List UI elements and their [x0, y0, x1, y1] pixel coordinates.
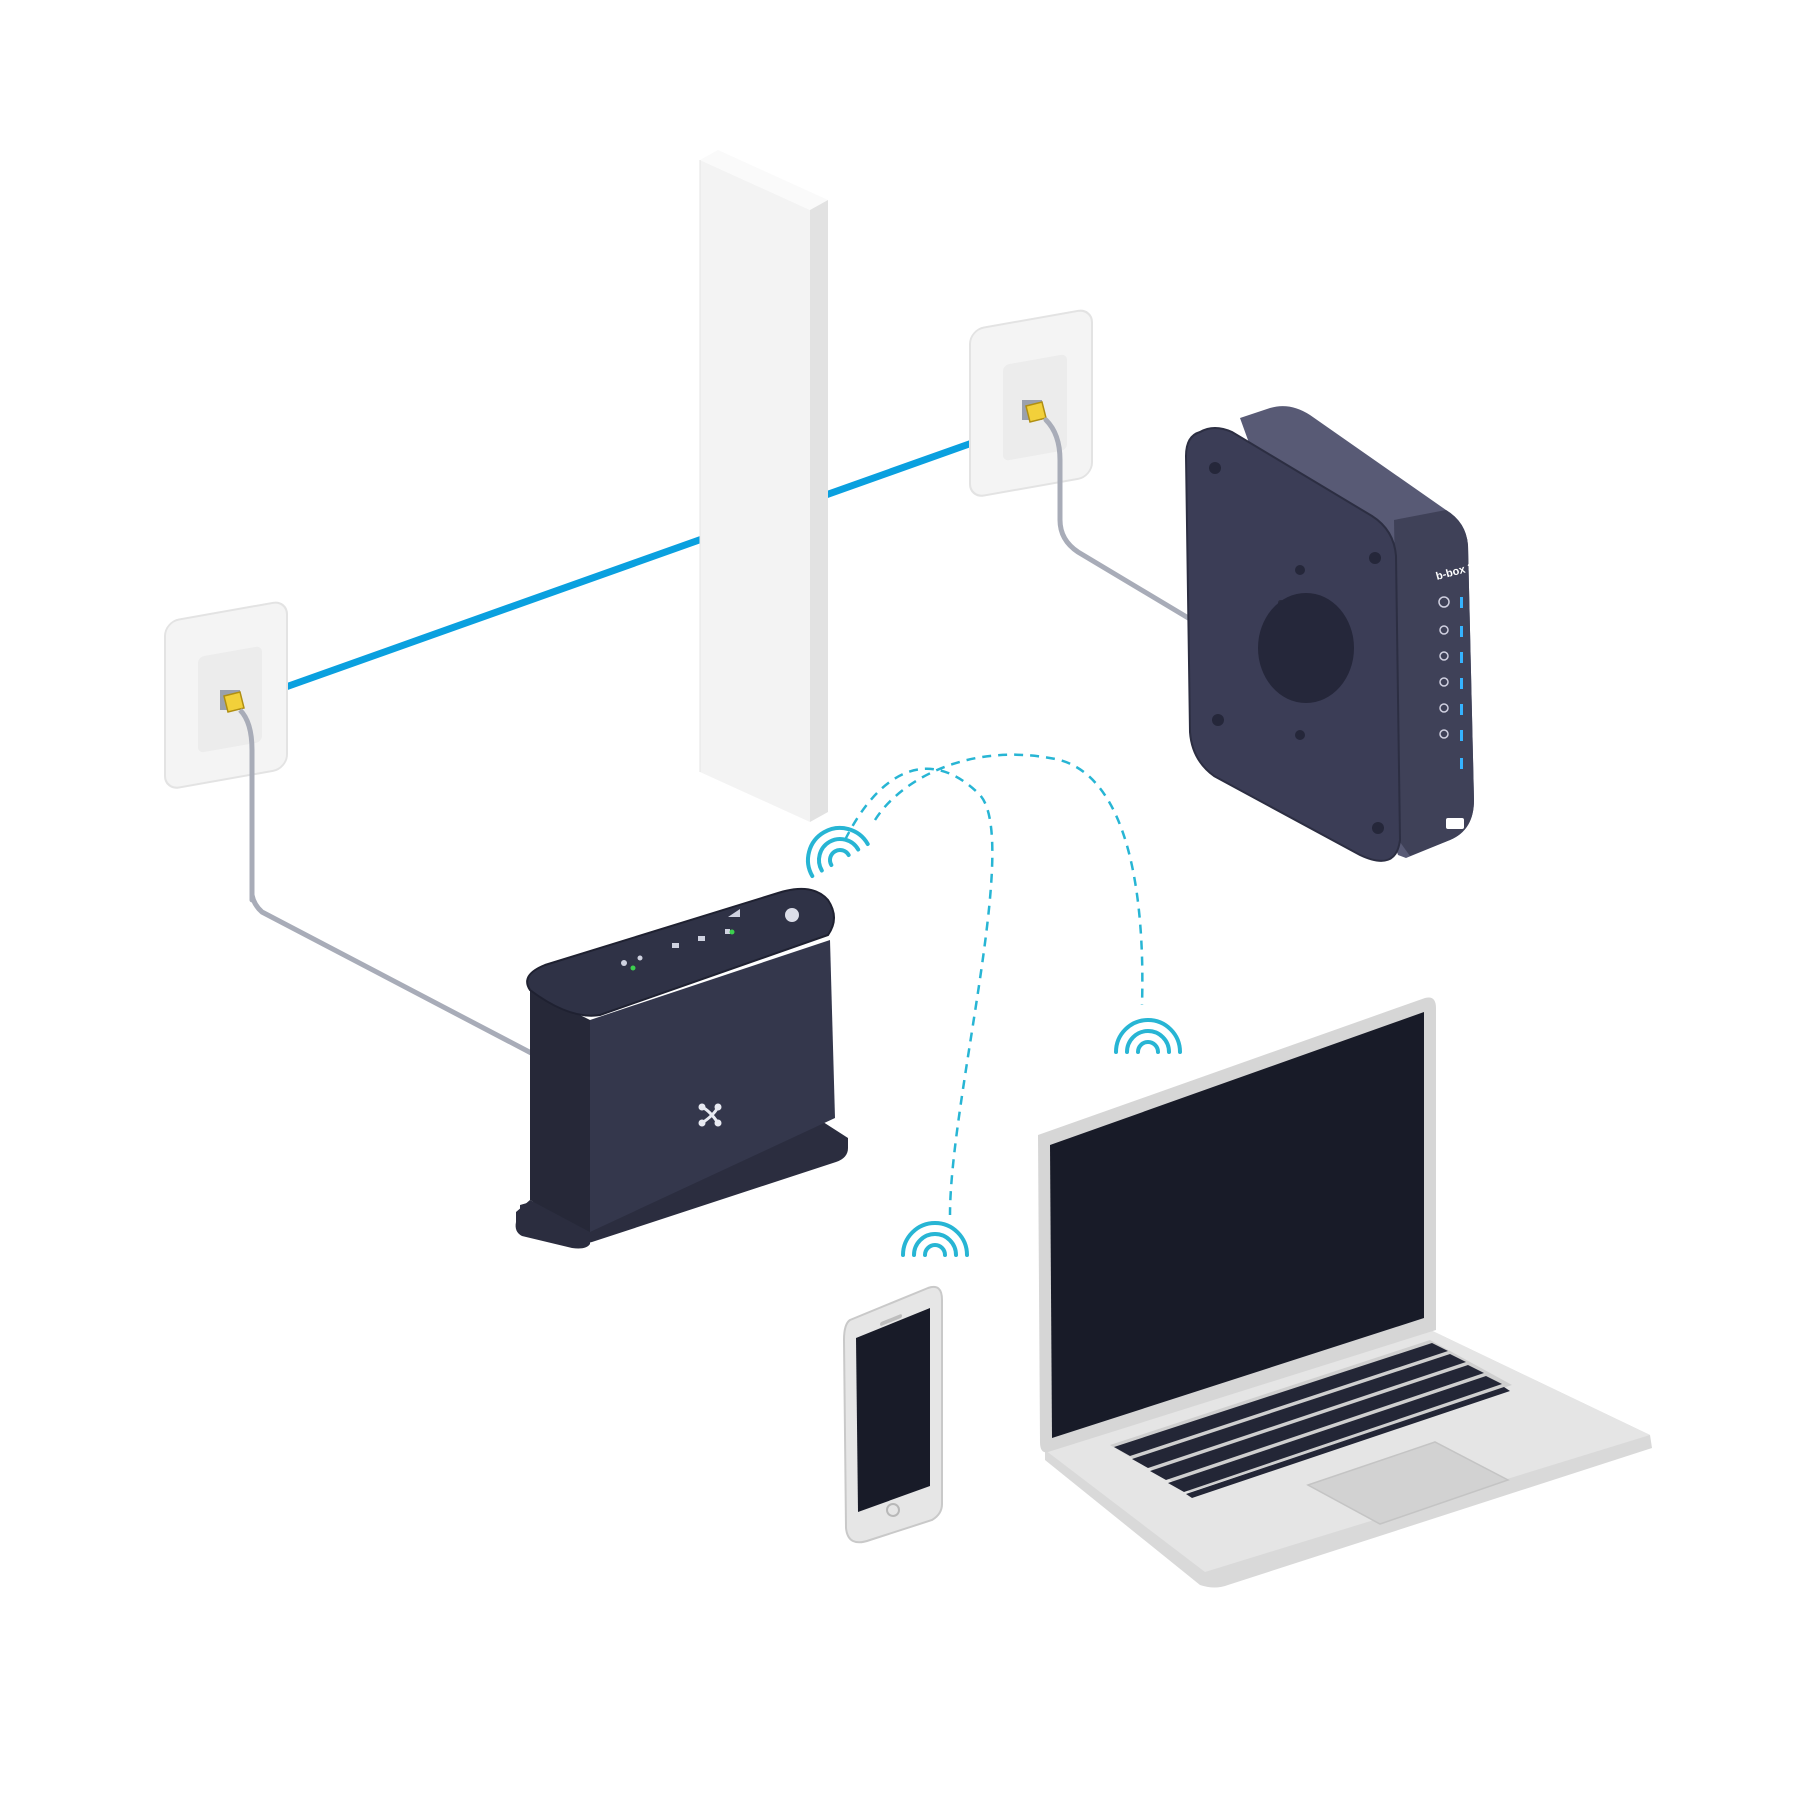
bbox-3v-plus: b-box 3V+: [1184, 406, 1489, 862]
bbox-status-leds: [1438, 596, 1464, 829]
ethernet-cable-bbox: [1043, 417, 1198, 625]
wall-outlet-left: [164, 601, 288, 900]
wifi-signal-icon: [901, 1221, 969, 1257]
router-indicator-icons: [621, 908, 799, 971]
ethernet-cable-router: [249, 894, 538, 1058]
laptop-keyboard: [1114, 1343, 1510, 1498]
bouygues-logo-icon: [698, 1103, 722, 1127]
wifi-signal-icon: [1114, 1018, 1182, 1054]
wifi-links: [843, 753, 1144, 1216]
laptop: [1038, 997, 1652, 1588]
wall-outlet-right: [969, 309, 1093, 497]
fiber-cable: [279, 439, 976, 692]
smartphone: [842, 1285, 943, 1544]
wall: [699, 150, 828, 822]
wifi-signal-icon: [806, 826, 870, 878]
4g-router: [515, 887, 848, 1249]
